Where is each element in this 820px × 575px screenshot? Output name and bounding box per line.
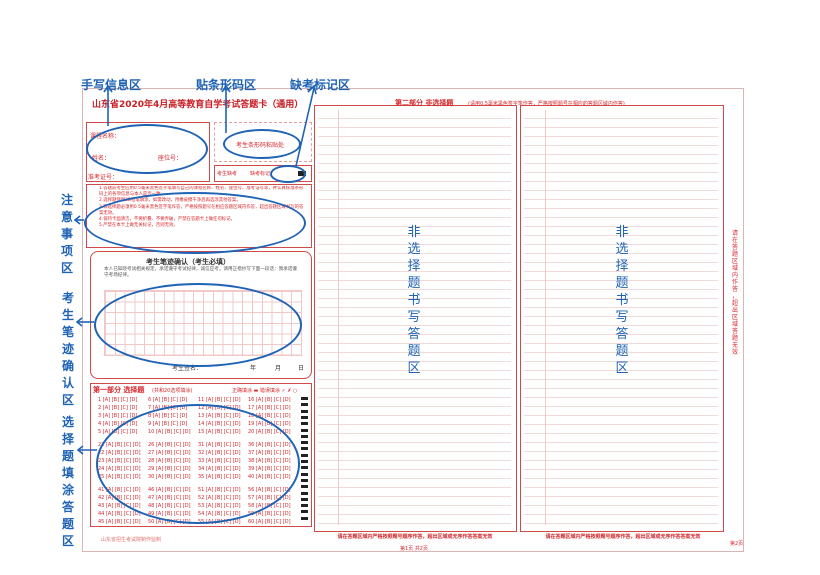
callout-pen: 考生笔迹确认区 [61, 291, 74, 407]
part1-sub: (共和20选项填涂) [152, 388, 193, 394]
timing-marks [301, 397, 309, 522]
choice-option-row[interactable]: 2 [A] [B] [C] [D] [98, 405, 138, 411]
timing-mark [301, 485, 308, 489]
nonchoice-box-right [520, 105, 724, 532]
timing-mark [301, 409, 308, 413]
bottom-notice-right: 请在答题区域内严格按照题号顺序作答，超出区域或无序作答答案无效 [545, 534, 701, 540]
margin-line-left [338, 110, 339, 525]
choice-option-row[interactable]: 3 [A] [B] [C] [D] [98, 413, 138, 419]
timing-mark [301, 504, 308, 508]
timing-mark [301, 428, 308, 432]
arrow-absent [295, 87, 315, 167]
arrow-barcode-head [221, 84, 231, 93]
choice-option-row[interactable]: 18 [A] [B] [C] [D] [248, 413, 291, 419]
arrow-absent-head [307, 84, 317, 95]
choice-option-row[interactable]: 50 [A] [B] [C] [D] [148, 519, 191, 525]
arrow-choice-head [76, 445, 84, 455]
timing-mark [301, 472, 308, 476]
arrow-notes-head [73, 215, 81, 225]
footer-right: 第2页 [730, 541, 744, 547]
absent-note: 缺考标记 [250, 171, 271, 177]
choice-option-row[interactable]: 43 [A] [B] [C] [D] [98, 503, 141, 509]
pen-year: 年 [250, 365, 257, 372]
pen-title: 考生笔迹确认（考生必填） [146, 258, 230, 266]
choice-option-row[interactable]: 17 [A] [B] [C] [D] [248, 405, 291, 411]
callout-absent: 缺考标记区 [290, 78, 351, 92]
timing-mark [301, 434, 308, 438]
nonchoice-box-left [314, 105, 517, 532]
choice-option-row[interactable]: 11 [A] [B] [C] [D] [198, 397, 241, 403]
choice-option-row[interactable]: 60 [A] [B] [C] [D] [248, 519, 291, 525]
timing-mark [301, 447, 308, 451]
part2-hint: (请用0.5毫米黑色签字笔作答，严格按照题号在相应的答题区域内作答) [468, 101, 625, 107]
part2-header: 第二部分 非选择题 [395, 98, 453, 108]
choice-option-row[interactable]: 44 [A] [B] [C] [D] [98, 511, 141, 517]
lines-left [318, 110, 511, 525]
timing-mark [301, 397, 308, 400]
exam-id-label: 准考证号： [88, 174, 119, 181]
timing-mark [301, 415, 308, 419]
timing-mark [301, 422, 308, 426]
ellipse-handwrite [86, 124, 208, 174]
timing-mark [301, 510, 308, 514]
lines-right [524, 110, 718, 525]
footer-left: 山东省招生考试院制作监制 [101, 537, 162, 543]
timing-mark [301, 478, 308, 482]
right-notice: 请在答题区域内作答，超出区域答题无效 [731, 230, 738, 356]
bottom-notice-left: 请在答题区域内严格按照题号顺序作答，超出区域或无序作答答案无效 [337, 534, 493, 540]
timing-mark [301, 491, 308, 495]
arrow-pen-head [75, 317, 83, 327]
choice-option-row[interactable]: 6 [A] [B] [C] [D] [148, 397, 188, 403]
barcode-box [214, 122, 312, 162]
choice-box [90, 383, 312, 527]
choice-option-row[interactable]: 16 [A] [B] [C] [D] [248, 397, 291, 403]
note-1: 1.答题前考生应用0.5毫米黑色签字笔填写自己的课程名称、姓名、座位号、准考证号… [99, 186, 304, 198]
choice-option-row[interactable]: 4 [A] [B] [C] [D] [98, 421, 138, 427]
timing-mark [301, 516, 308, 520]
ellipse-notes [84, 192, 306, 254]
footer-mid: 第1页 共2页 [400, 546, 428, 552]
callout-notes: 注意事项区 [60, 193, 73, 275]
ellipse-pen [94, 283, 302, 367]
absent-box [214, 165, 312, 182]
timing-mark [301, 453, 308, 457]
part2-title: 第二部分 非选择题 [395, 99, 454, 107]
timing-mark [301, 403, 308, 407]
timing-mark [301, 466, 308, 470]
ellipse-absent [270, 165, 306, 183]
choice-option-row[interactable]: 45 [A] [B] [C] [D] [98, 519, 141, 525]
part1-title: 第一部分 选择题 [93, 386, 145, 394]
pen-month: 月 [275, 365, 282, 372]
callout-handwrite: 手写信息区 [81, 78, 142, 92]
choice-option-row[interactable]: 59 [A] [B] [C] [D] [248, 511, 291, 517]
arrow-handwrite-head [103, 84, 113, 93]
callout-nonchoice-left: 非选择题书写答题区 [407, 225, 421, 376]
callout-choice: 选择题填涂答题区 [61, 415, 74, 548]
callout-nonchoice-right: 非选择题书写答题区 [615, 225, 629, 376]
timing-mark [301, 441, 308, 445]
pen-day: 日 [298, 365, 305, 372]
ellipse-choice [96, 404, 300, 524]
pen-sign-label: 考生签名： [172, 365, 203, 372]
absent-label: 考生缺考 [217, 171, 238, 177]
choice-option-row[interactable]: 1 [A] [B] [C] [D] [98, 397, 138, 403]
timing-mark [301, 460, 308, 463]
margin-line-right [545, 110, 546, 525]
pen-text: 本人已知晓考试相关规定，承诺遵守考试纪律，诚信应考。请用正楷抄写下面一段话：我承… [104, 267, 297, 278]
card-title: 山东省2020年4月高等教育自学考试答题卡（通用） [92, 100, 304, 110]
part1-hint: 正确填涂 ▬ 错误填涂 ✓ ✗ ○ [232, 388, 298, 394]
timing-mark [301, 497, 308, 501]
ellipse-barcode [223, 129, 301, 159]
